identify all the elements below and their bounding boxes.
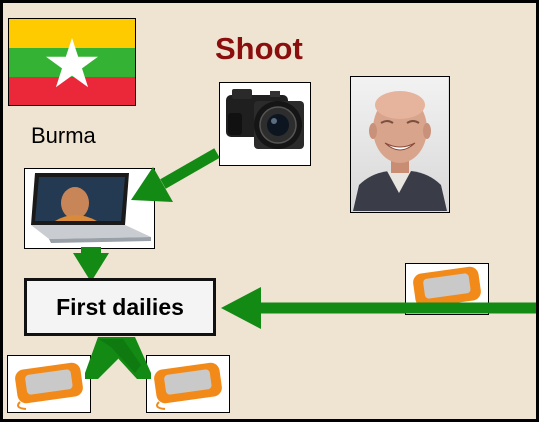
first-dailies-box: First dailies [24,278,216,336]
flow-arrows [73,148,536,379]
arrow-camera-to-laptop [131,148,220,202]
myanmar-flag-icon [8,18,136,106]
drive-image-left [7,355,91,413]
rugged-external-drive-icon [8,356,89,411]
person-portrait [350,76,450,213]
mirrorless-camera-icon [220,83,309,164]
arrow-dailies-to-drives [85,337,151,379]
country-label: Burma [31,123,96,148]
arrow-drive-to-dailies [221,287,536,329]
drive-image-middle [146,355,230,413]
arrow-laptop-to-dailies [73,247,109,282]
camera-image [219,82,311,166]
laptop-image [24,168,155,249]
slide-title: Shoot [215,31,303,66]
laptop-icon [25,169,153,247]
rugged-external-drive-icon [147,356,228,411]
